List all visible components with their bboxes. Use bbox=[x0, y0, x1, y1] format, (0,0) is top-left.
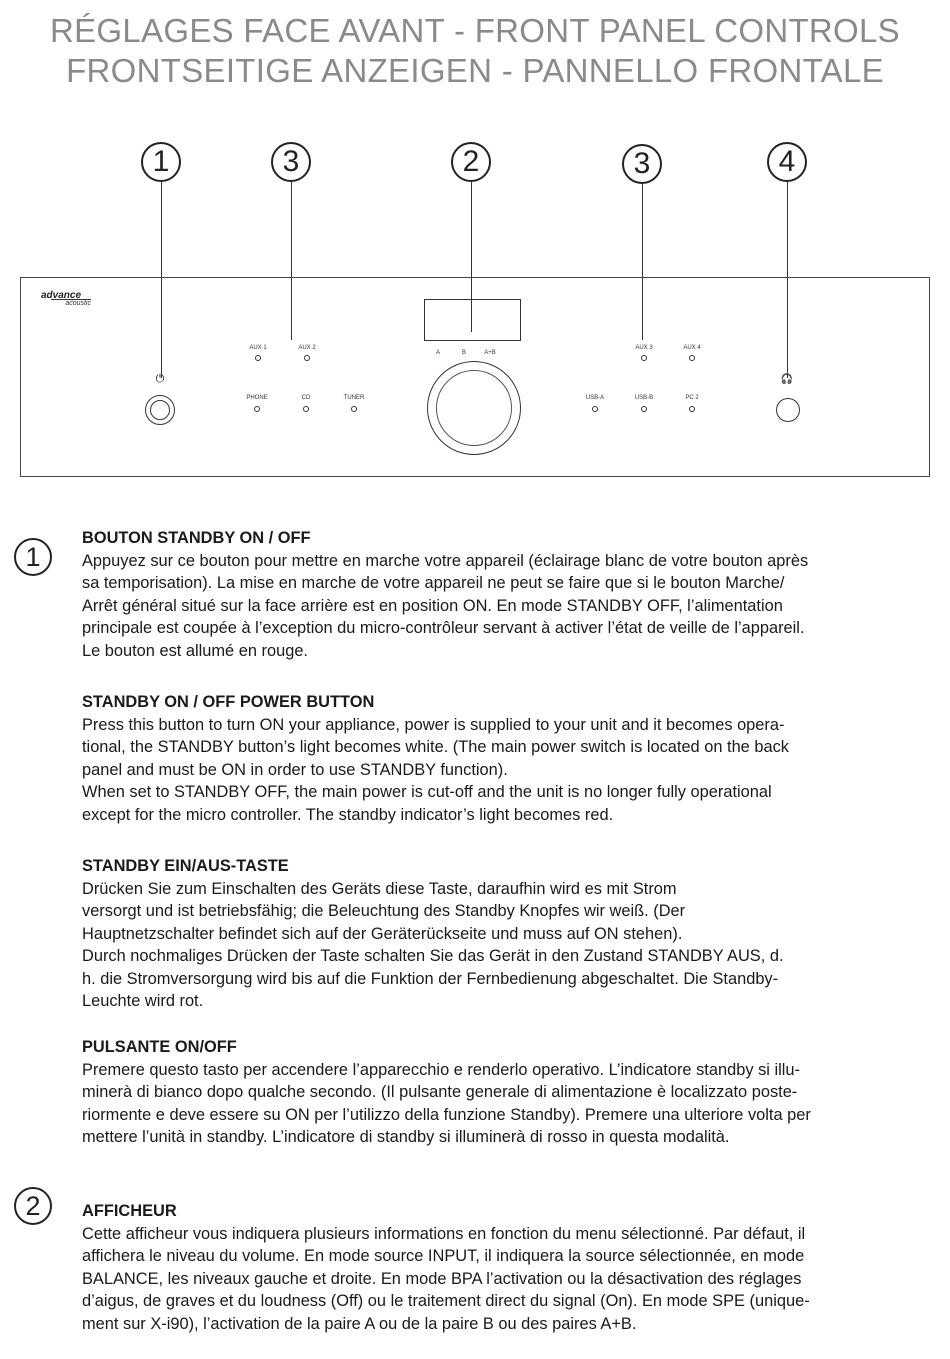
led-pc2 bbox=[689, 406, 695, 412]
brand-logo-sub: acoustic bbox=[51, 299, 91, 307]
led-usb-a bbox=[592, 406, 598, 412]
text-line: Premere questo tasto per accendere l’app… bbox=[82, 1060, 800, 1079]
text-line: riormente e deve essere su ON per l’util… bbox=[82, 1105, 811, 1124]
label-aux4: AUX 4 bbox=[683, 345, 701, 351]
text-line: Durch nochmaliges Drücken der Taste scha… bbox=[82, 947, 784, 965]
text-line: Appuyez sur ce bouton pour mettre en mar… bbox=[82, 551, 809, 570]
section-1-german: STANDBY EIN/AUS-TASTE Drücken Sie zum Ei… bbox=[82, 855, 938, 1013]
text-line: versorgt und ist betriebsfähig; die Bele… bbox=[82, 902, 686, 920]
label-speaker-ab: A+B bbox=[484, 350, 496, 356]
section-1-english: STANDBY ON / OFF POWER BUTTON Press this… bbox=[82, 691, 938, 826]
text-line: ment sur X-i90), l’activation de la pair… bbox=[82, 1314, 637, 1333]
led-aux3 bbox=[641, 355, 647, 361]
section-number-1: 1 bbox=[14, 538, 52, 576]
text-line: tional, the STANDBY button’s light becom… bbox=[82, 738, 789, 756]
label-usb-b: USB-B bbox=[634, 395, 654, 401]
text-line: sa temporisation). La mise en marche de … bbox=[82, 574, 785, 592]
power-icon: ⏻ bbox=[155, 373, 165, 385]
text-line: Hauptnetzschalter befindet sich auf der … bbox=[82, 924, 683, 943]
text-line: Le bouton est allumé en rouge. bbox=[82, 641, 308, 660]
text-line: Cette afficheur vous indiquera plusieurs… bbox=[82, 1224, 806, 1243]
text-line: mettere l’unità in standby. L’indicatore… bbox=[82, 1128, 730, 1146]
label-speaker-b: B bbox=[461, 350, 467, 356]
text-line: d’aigus, de graves et du loudness (Off) … bbox=[82, 1292, 810, 1310]
callout-1: 1 bbox=[141, 142, 181, 182]
section-1-italian: PULSANTE ON/OFF Premere questo tasto per… bbox=[82, 1036, 938, 1149]
leader-line-2 bbox=[471, 182, 473, 332]
label-speaker-a: A bbox=[435, 350, 441, 356]
volume-knob-inner bbox=[436, 370, 512, 446]
label-cd: CD bbox=[301, 395, 311, 401]
text-line: h. die Stromversorgung wird bis auf die … bbox=[82, 969, 779, 988]
section-2-french: AFFICHEUR Cette afficheur vous indiquera… bbox=[82, 1200, 938, 1335]
led-aux1 bbox=[255, 355, 261, 361]
standby-button bbox=[145, 395, 175, 425]
callout-2: 2 bbox=[451, 142, 491, 182]
text-line: principale est coupée à l’exception du m… bbox=[82, 619, 805, 637]
label-usb-a: USB-A bbox=[585, 395, 605, 401]
headphone-jack bbox=[776, 398, 800, 422]
heading-afficheur: AFFICHEUR bbox=[82, 1202, 177, 1220]
label-aux3: AUX 3 bbox=[635, 345, 653, 351]
led-cd bbox=[303, 406, 309, 412]
label-aux1: AUX 1 bbox=[249, 345, 267, 351]
text-line: Press this button to turn ON your applia… bbox=[82, 715, 785, 734]
label-pc2: PC 2 bbox=[685, 395, 699, 401]
section-1-french: BOUTON STANDBY ON / OFF Appuyez sur ce b… bbox=[82, 527, 938, 662]
led-aux4 bbox=[689, 355, 695, 361]
front-panel-diagram: advance acoustic AUX 1 AUX 2 PHONE CD TU… bbox=[20, 277, 930, 477]
text-line: Drücken Sie zum Einschalten des Geräts d… bbox=[82, 879, 677, 898]
leader-line-1 bbox=[161, 182, 163, 378]
text-line: affichera le niveau du volume. En mode s… bbox=[82, 1247, 805, 1265]
callout-3-left: 3 bbox=[271, 142, 311, 182]
heading-pulsante-onoff: PULSANTE ON/OFF bbox=[82, 1038, 237, 1056]
display-screen bbox=[424, 299, 521, 341]
headphone-icon: 🎧 bbox=[780, 374, 794, 385]
page-title-line-1: RÉGLAGES FACE AVANT - FRONT PANEL CONTRO… bbox=[49, 12, 900, 49]
heading-standby-taste: STANDBY EIN/AUS-TASTE bbox=[82, 857, 289, 875]
leader-line-4 bbox=[787, 182, 789, 378]
text-line: minerà di bianco dopo qualche secondo. (… bbox=[82, 1083, 798, 1101]
text-line: Leuchte wird rot. bbox=[82, 992, 204, 1010]
heading-standby-power-button: STANDBY ON / OFF POWER BUTTON bbox=[82, 693, 375, 711]
text-line: BALANCE, les niveaux gauche et droite. E… bbox=[82, 1269, 802, 1288]
brand-logo: advance bbox=[41, 290, 82, 301]
heading-bouton-standby: BOUTON STANDBY ON / OFF bbox=[82, 529, 311, 547]
label-aux2: AUX 2 bbox=[298, 345, 316, 351]
text-line: panel and must be ON in order to use STA… bbox=[82, 760, 508, 779]
led-usb-b bbox=[641, 406, 647, 412]
page-title-line-2: FRONTSEITIGE ANZEIGEN - PANNELLO FRONTAL… bbox=[66, 52, 884, 89]
label-tuner: TUNER bbox=[343, 395, 365, 401]
section-number-2: 2 bbox=[14, 1187, 52, 1225]
text-line: except for the micro controller. The sta… bbox=[82, 805, 614, 824]
led-aux2 bbox=[304, 355, 310, 361]
led-phone bbox=[254, 406, 260, 412]
text-line: Arrêt général situé sur la face arrière … bbox=[82, 596, 783, 615]
label-phone: PHONE bbox=[246, 395, 268, 401]
callout-3-right: 3 bbox=[622, 144, 662, 184]
text-line: When set to STANDBY OFF, the main power … bbox=[82, 783, 772, 801]
leader-line-3-left bbox=[291, 182, 293, 340]
led-tuner bbox=[351, 406, 357, 412]
leader-line-3-right bbox=[642, 184, 644, 340]
volume-knob bbox=[427, 361, 521, 455]
callout-4: 4 bbox=[767, 142, 807, 182]
standby-button-inner bbox=[150, 400, 170, 420]
